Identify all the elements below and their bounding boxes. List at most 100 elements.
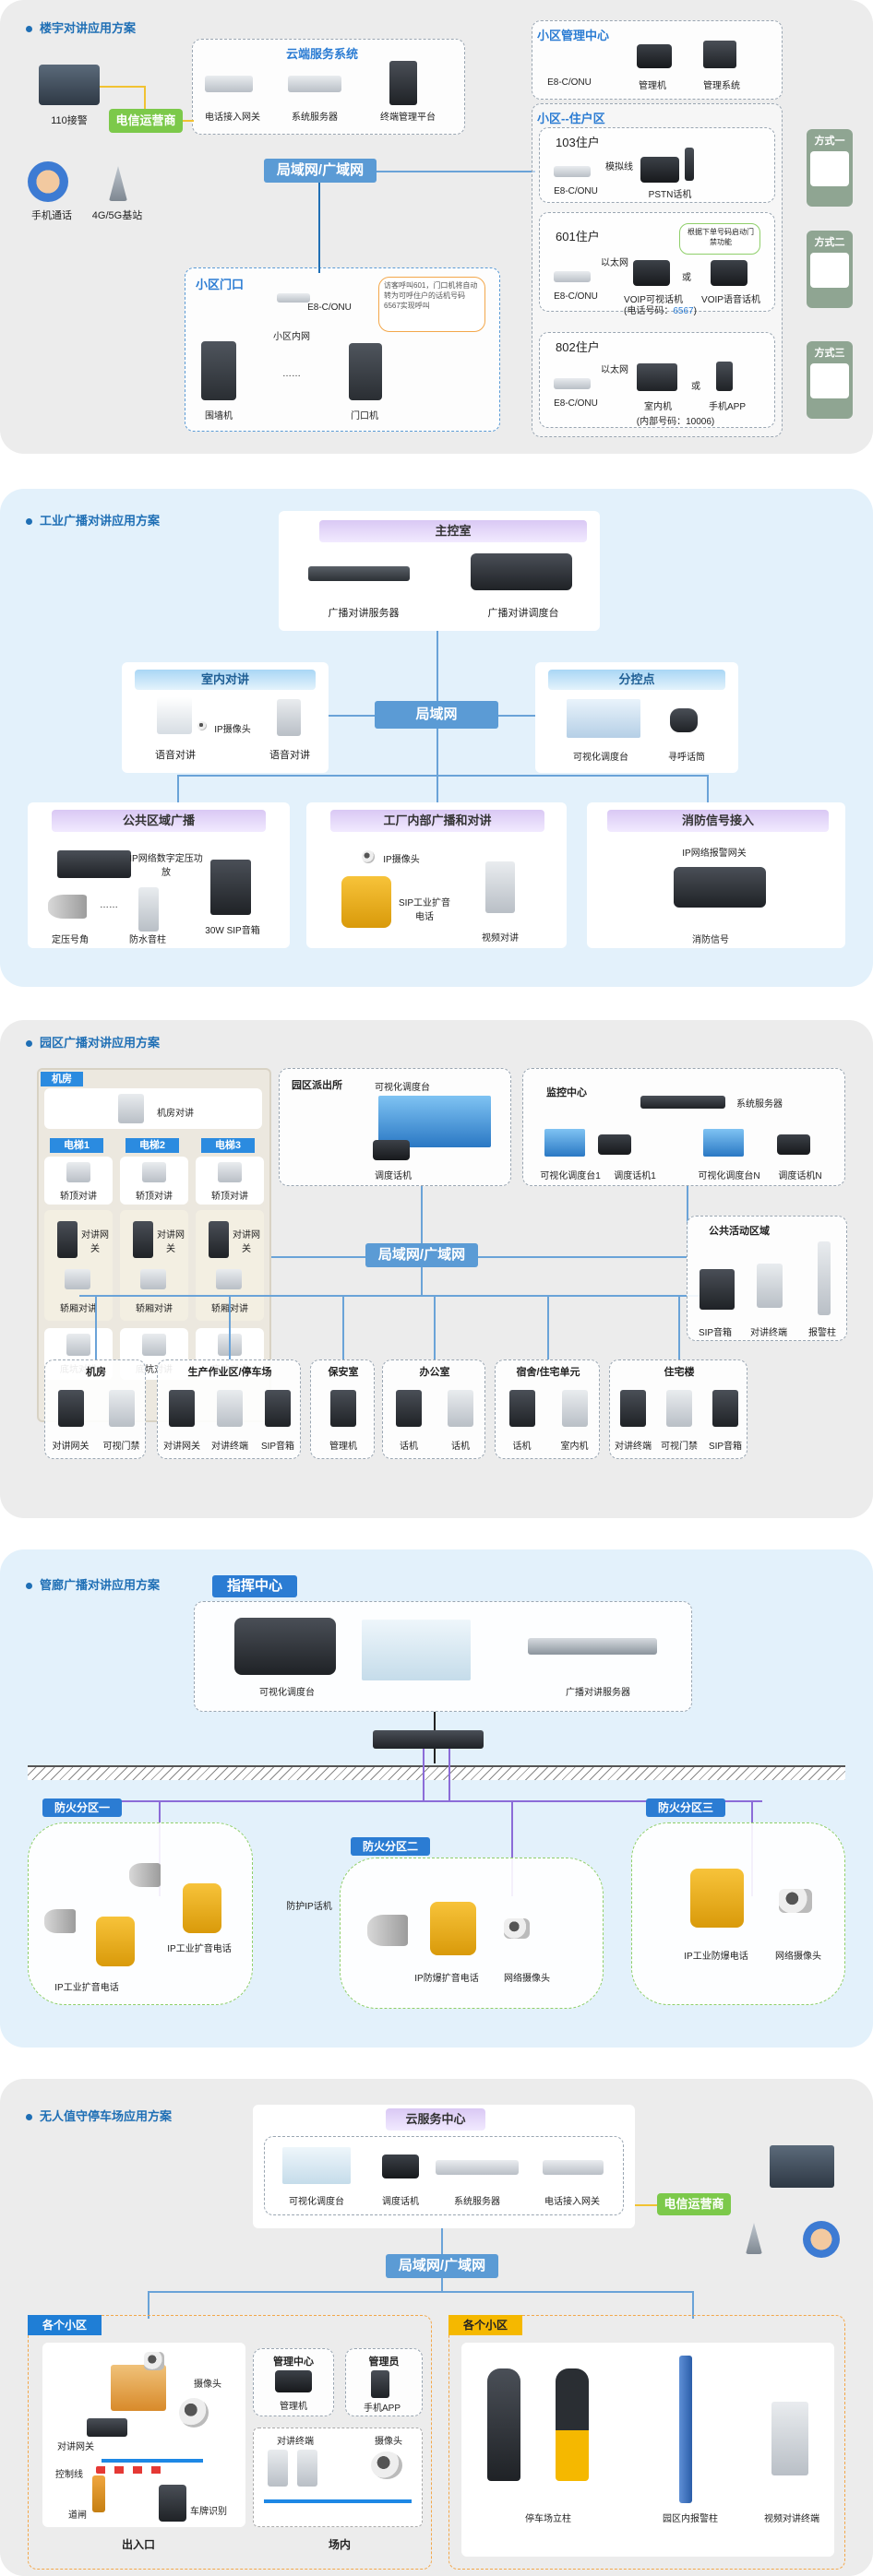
voip-voice-label: VOIP语音话机 — [701, 295, 760, 305]
onu-icon-2 — [554, 271, 591, 282]
section-title-4: 管廊广播对讲应用方案 — [26, 1575, 160, 1593]
sip-industrial-phone-icon — [341, 876, 391, 928]
gateway-device-icon — [205, 76, 253, 92]
top-intercom-label: 轿顶对讲 — [211, 1192, 248, 1202]
zone1-horn-1 — [44, 1909, 76, 1933]
ip-camera-2-icon — [362, 850, 375, 863]
indoor-title: 室内对讲 — [135, 670, 316, 690]
landline-icon — [810, 151, 849, 186]
entry-label: 出入口 — [121, 2538, 155, 2551]
dots: …… — [282, 369, 301, 379]
area-device-label: SIP音箱 — [708, 1442, 743, 1452]
dots-2: …… — [100, 900, 118, 910]
mgmt-item-2: 管理机 — [639, 81, 666, 91]
area-device-icon — [217, 1390, 243, 1427]
area-device-icon — [561, 1390, 588, 1427]
police-dispatch-label: 调度话机 — [375, 1171, 412, 1181]
h802-title: 802住户 — [556, 340, 600, 354]
section-title-5: 无人值守停车场应用方案 — [26, 2107, 172, 2124]
horn-label: 定压号角 — [52, 935, 89, 945]
operator-icon-5 — [770, 2145, 834, 2188]
fire-title: 消防信号接入 — [607, 810, 829, 832]
area-left-tag: 各个小区 — [28, 2315, 102, 2335]
section-title-2: 工业广播对讲应用方案 — [26, 511, 160, 528]
admin-app-label: 手机APP — [363, 2404, 401, 2414]
voice-intercom-1-icon — [157, 697, 192, 734]
top-intercom-icon — [66, 1162, 90, 1182]
callout-text: 访客呼叫601，门口机将自动转为可呼住户的话机号码6567实现呼叫 — [384, 281, 478, 310]
alarm-pole-icon — [679, 2356, 692, 2503]
top-intercom-label: 轿顶对讲 — [136, 1192, 173, 1202]
or-label-2: 或 — [691, 382, 700, 392]
gateway-label: 对讲网关 — [233, 1230, 260, 1254]
area-title: 办公室 — [419, 1367, 450, 1378]
horn-icon — [48, 895, 87, 919]
machine-room-tag: 机房 — [41, 1072, 83, 1086]
section-industrial-broadcast: 工业广播对讲应用方案 主控室 广播对讲服务器 广播对讲调度台 室内对讲 IP摄像… — [0, 489, 873, 987]
parking-column-2 — [556, 2368, 589, 2481]
way2-title: 方式二 — [814, 237, 845, 248]
monitor-screen-1 — [544, 1129, 585, 1157]
tower-server-icon — [389, 61, 417, 105]
police-phone-icon — [373, 1140, 410, 1160]
elevator-tag: 电梯1 — [50, 1138, 103, 1153]
area-right-tag: 各个小区 — [448, 2315, 522, 2335]
entry-ctrl-label: 控制线 — [55, 2470, 83, 2480]
video-intercom-icon — [485, 861, 515, 913]
tower-icon — [109, 166, 127, 201]
ip-camera-icon — [197, 721, 207, 730]
gateway-label: 对讲网关 — [81, 1230, 109, 1254]
entry-camera-1 — [144, 2352, 164, 2370]
monitor-box — [522, 1068, 845, 1186]
barrier-icon — [111, 2365, 166, 2411]
inside-term-1 — [268, 2450, 288, 2487]
car-intercom-label: 轿厢对讲 — [60, 1304, 97, 1314]
area-title: 住宅楼 — [664, 1367, 695, 1378]
activity-term-label: 对讲终端 — [750, 1328, 787, 1338]
pit-intercom-icon — [142, 1334, 166, 1356]
ipcam2-label: IP摄像头 — [383, 855, 420, 865]
lan-label-5: 局域网/广域网 — [386, 2254, 498, 2278]
entry-gateway-icon — [87, 2418, 127, 2437]
video-phone-icon — [810, 253, 849, 288]
gateway-box — [120, 1210, 188, 1321]
center-server-label: 广播对讲服务器 — [566, 1688, 630, 1698]
room-talk-icon — [118, 1094, 144, 1123]
gate-base-icon — [92, 2475, 105, 2512]
mgmt-phone-icon — [275, 2370, 312, 2392]
activity-alarm-label: 报警柱 — [808, 1328, 836, 1338]
alarm-gateway-icon — [674, 867, 766, 908]
monitor-phone-1 — [598, 1134, 631, 1155]
area-device-icon — [265, 1390, 291, 1427]
way3-card: 方式三 — [807, 341, 853, 419]
area-device-icon — [57, 1390, 84, 1427]
monitor-screen-n — [703, 1129, 744, 1157]
zone3-cam-label: 网络摄像头 — [775, 1952, 821, 1962]
cloud-phone-icon — [382, 2155, 419, 2178]
way3-title: 方式三 — [814, 348, 845, 359]
voip-voice-phone-icon — [711, 260, 747, 286]
voip-video-label: VOIP可视话机 — [624, 295, 683, 305]
sipphone-label: SIP工业扩音电话 — [398, 898, 451, 922]
smartphone-icon — [716, 362, 733, 391]
ipcam-label: IP摄像头 — [214, 725, 251, 735]
indoor-monitor-icon — [637, 363, 677, 391]
way1-title: 方式一 — [814, 136, 845, 147]
h103-title: 103住户 — [556, 136, 600, 149]
ceiling-line — [28, 1765, 845, 1780]
area-device-icon — [620, 1390, 646, 1427]
zone3-phone — [690, 1869, 744, 1928]
note-text: 根据下单号码启动门禁功能 — [688, 228, 754, 246]
center-console-icon — [234, 1618, 336, 1675]
area-device-icon — [666, 1390, 692, 1427]
col-label: 停车场立柱 — [525, 2514, 571, 2524]
door-station-icon — [349, 343, 382, 400]
section-title: 楼宇对讲应用方案 — [26, 18, 136, 36]
section-title-3: 园区广播对讲应用方案 — [26, 1033, 160, 1051]
zone3-camera — [779, 1889, 812, 1913]
mobile-user-icon — [28, 161, 68, 202]
indoor-label: 室内机 — [644, 402, 672, 412]
pit-intercom-icon — [66, 1334, 90, 1356]
cloud-screen-icon — [282, 2147, 351, 2184]
